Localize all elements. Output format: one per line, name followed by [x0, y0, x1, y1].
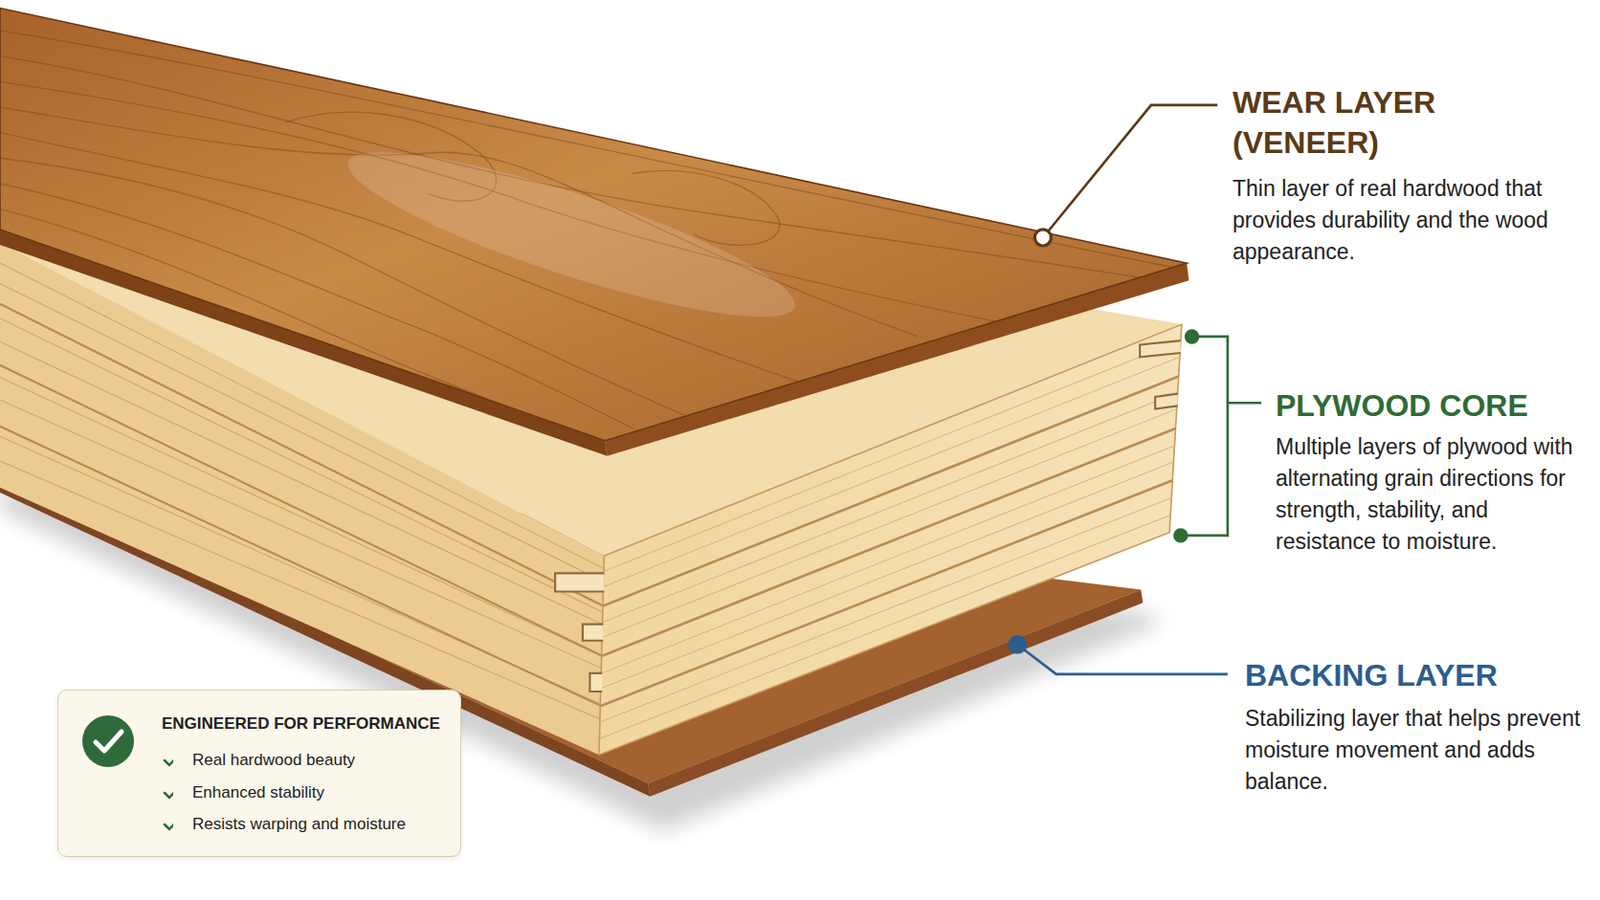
part-description: Stabilizing layer that helps prevent moi… — [1244, 703, 1590, 799]
wear-leader — [1034, 105, 1218, 246]
feature-box: ENGINEERED FOR PERFORMANCE Real hardwood … — [57, 689, 462, 858]
part-heading: BACKING LAYER — [1244, 656, 1590, 695]
feature-item: Real hardwood beauty — [192, 750, 356, 772]
check-icons — [58, 690, 174, 854]
box-heading: ENGINEERED FOR PERFORMANCE — [161, 713, 441, 735]
part-heading: WEAR LAYER (VENEER) — [1232, 82, 1472, 163]
core-bracket — [1174, 331, 1262, 543]
feature-item: Resists warping and moisture — [192, 814, 406, 836]
part-description: Multiple layers of plywood with alternat… — [1275, 431, 1592, 558]
backing-leader — [1009, 636, 1228, 674]
part-heading: PLYWOOD CORE — [1275, 386, 1592, 425]
part-description: Thin layer of real hardwood that provide… — [1232, 173, 1568, 268]
wear-layer-veneer — [0, 8, 1189, 457]
feature-item: Enhanced stability — [192, 782, 325, 804]
